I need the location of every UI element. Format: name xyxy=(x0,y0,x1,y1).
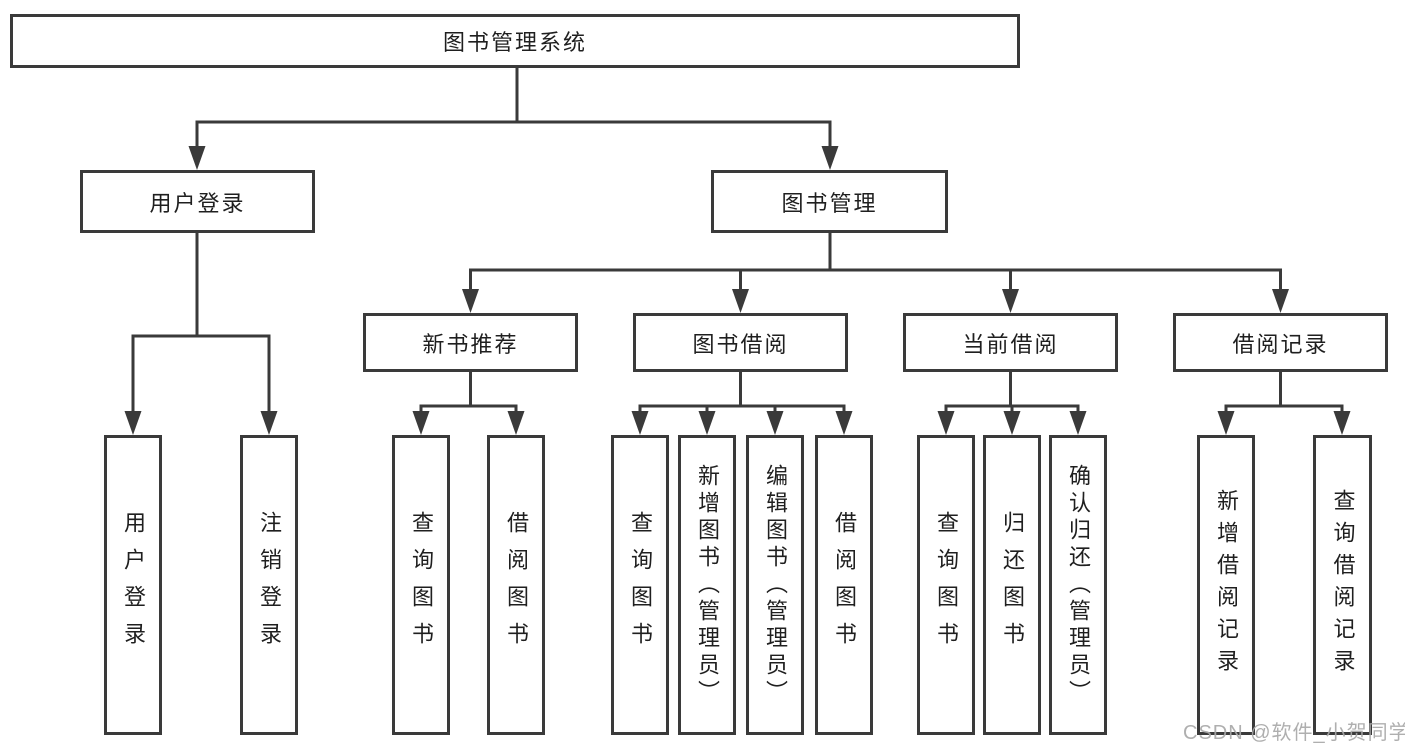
leaf-query-book-current-label: 查询图书 xyxy=(934,511,959,659)
node-borrow-records-label: 借阅记录 xyxy=(1232,331,1329,357)
leaf-query-book-borrow-label: 查询图书 xyxy=(628,511,653,659)
leaf-add-borrow-record: 新增借阅记录 xyxy=(1197,435,1255,735)
leaf-query-book-recommend: 查询图书 xyxy=(392,435,450,735)
leaf-borrow-book-recommend-label: 借阅图书 xyxy=(504,511,529,659)
leaf-confirm-return-admin-label: 确认归还（管理员） xyxy=(1066,463,1091,707)
leaf-query-book-borrow: 查询图书 xyxy=(611,435,669,735)
leaf-add-book-admin: 新增图书（管理员） xyxy=(678,435,736,735)
csdn-watermark: CSDN @软件_小贺同学 xyxy=(1183,722,1405,744)
node-root-label: 图书管理系统 xyxy=(442,30,587,55)
node-new-book-recommend-label: 新书推荐 xyxy=(422,331,519,357)
node-new-book-recommend: 新书推荐 xyxy=(363,313,578,372)
node-root: 图书管理系统 xyxy=(10,14,1020,68)
leaf-query-book-current: 查询图书 xyxy=(917,435,975,735)
leaf-add-borrow-record-label: 新增借阅记录 xyxy=(1214,489,1239,681)
leaf-query-borrow-record-label: 查询借阅记录 xyxy=(1330,489,1356,681)
leaf-borrow-book-borrow: 借阅图书 xyxy=(815,435,873,735)
leaf-user-login: 用户登录 xyxy=(104,435,162,735)
leaf-borrow-book-recommend: 借阅图书 xyxy=(487,435,545,735)
leaf-edit-book-admin: 编辑图书（管理员） xyxy=(746,435,804,735)
leaf-borrow-book-borrow-label: 借阅图书 xyxy=(832,511,857,659)
node-current-borrow-label: 当前借阅 xyxy=(962,331,1059,357)
node-user-login-label: 用户登录 xyxy=(149,190,246,216)
leaf-logout: 注销登录 xyxy=(240,435,298,735)
node-book-borrow: 图书借阅 xyxy=(633,313,848,372)
leaf-query-borrow-record: 查询借阅记录 xyxy=(1313,435,1372,735)
leaf-return-book: 归还图书 xyxy=(983,435,1041,735)
node-current-borrow: 当前借阅 xyxy=(903,313,1118,372)
leaf-add-book-admin-label: 新增图书（管理员） xyxy=(695,463,720,707)
node-borrow-records: 借阅记录 xyxy=(1173,313,1388,372)
leaf-user-login-label: 用户登录 xyxy=(121,511,146,659)
leaf-return-book-label: 归还图书 xyxy=(1000,511,1025,659)
node-user-login: 用户登录 xyxy=(80,170,315,233)
node-book-borrow-label: 图书借阅 xyxy=(692,331,789,357)
node-book-management-label: 图书管理 xyxy=(781,190,878,216)
leaf-logout-label: 注销登录 xyxy=(257,511,282,659)
leaf-confirm-return-admin: 确认归还（管理员） xyxy=(1049,435,1107,735)
node-book-management: 图书管理 xyxy=(711,170,948,233)
leaf-query-book-recommend-label: 查询图书 xyxy=(409,511,434,659)
leaf-edit-book-admin-label: 编辑图书（管理员） xyxy=(763,463,788,707)
